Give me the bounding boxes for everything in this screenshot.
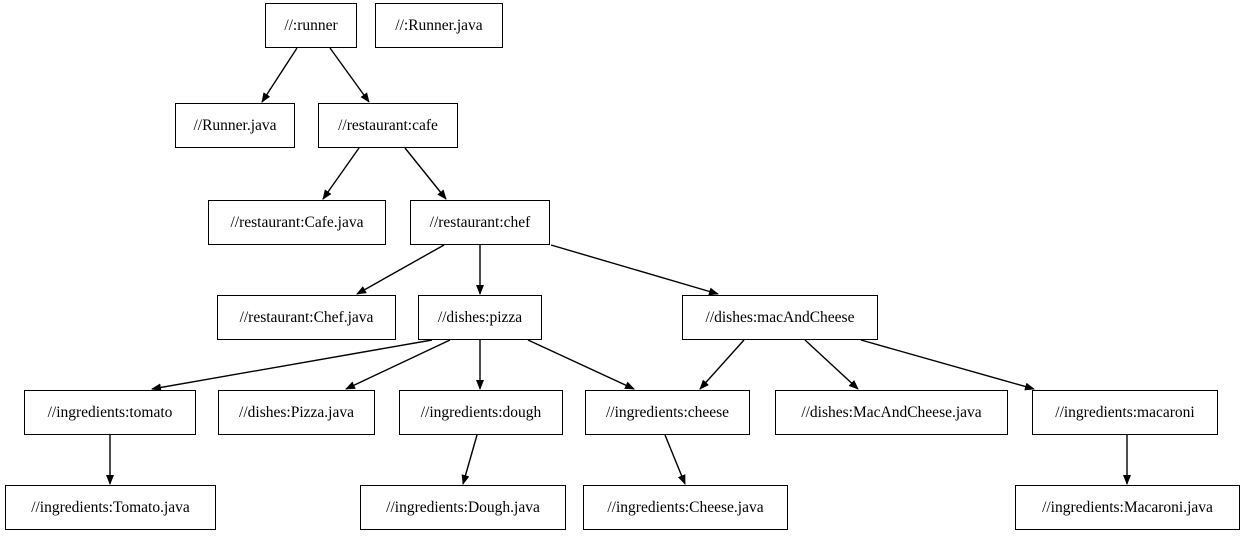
graph-node-tomato_java[interactable]: //ingredients:Tomato.java [5,485,216,530]
graph-node-dough_java[interactable]: //ingredients:Dough.java [360,485,566,530]
graph-node-dishes_mac[interactable]: //dishes:macAndCheese [682,295,878,340]
graph-node-pizza_java[interactable]: //dishes:Pizza.java [218,390,375,435]
graph-node-restaurant_cafe[interactable]: //restaurant:cafe [318,103,458,148]
graph-node-cheese_java[interactable]: //ingredients:Cheese.java [583,485,788,530]
graph-node-label: //:Runner.java [395,16,483,34]
graph-node-root_runner_java[interactable]: //:Runner.java [375,3,503,48]
graph-node-label: //ingredients:Tomato.java [31,498,190,516]
graph-node-restaurant_chef[interactable]: //restaurant:chef [410,200,550,245]
graph-node-label: //dishes:MacAndCheese.java [801,403,982,421]
graph-node-label: //ingredients:macaroni [1055,403,1195,421]
graph-node-cafe_java[interactable]: //restaurant:Cafe.java [208,200,386,245]
graph-node-label: //Runner.java [193,116,277,134]
graph-node-label: //restaurant:Chef.java [239,308,374,326]
graph-node-label: //restaurant:chef [429,213,531,231]
graph-node-label: //ingredients:tomato [47,403,173,421]
graph-node-label: //dishes:Pizza.java [239,403,354,421]
graph-node-label: //dishes:macAndCheese [705,308,855,326]
graph-node-label: //ingredients:cheese [605,403,730,421]
graph-node-ing_macaroni[interactable]: //ingredients:macaroni [1032,390,1218,435]
graph-node-label: //ingredients:Macaroni.java [1042,498,1213,516]
graph-node-label: //restaurant:Cafe.java [230,213,364,231]
graph-node-ing_dough[interactable]: //ingredients:dough [399,390,563,435]
graph-node-runner[interactable]: //:runner [265,3,357,48]
graph-node-label: //restaurant:cafe [338,116,438,134]
graph-node-ing_cheese[interactable]: //ingredients:cheese [585,390,750,435]
graph-node-label: //ingredients:Cheese.java [607,498,764,516]
graph-node-label: //ingredients:dough [420,403,542,421]
graph-node-label: //:runner [284,16,338,34]
graph-node-macaroni_java[interactable]: //ingredients:Macaroni.java [1015,485,1240,530]
graph-node-label: //ingredients:Dough.java [386,498,540,516]
graph-node-label: //dishes:pizza [437,308,523,326]
graph-node-chef_java[interactable]: //restaurant:Chef.java [217,295,396,340]
graph-node-ing_tomato[interactable]: //ingredients:tomato [24,390,196,435]
graph-node-mac_java[interactable]: //dishes:MacAndCheese.java [775,390,1008,435]
graph-node-runner_java[interactable]: //Runner.java [175,103,295,148]
graph-node-dishes_pizza[interactable]: //dishes:pizza [418,295,542,340]
